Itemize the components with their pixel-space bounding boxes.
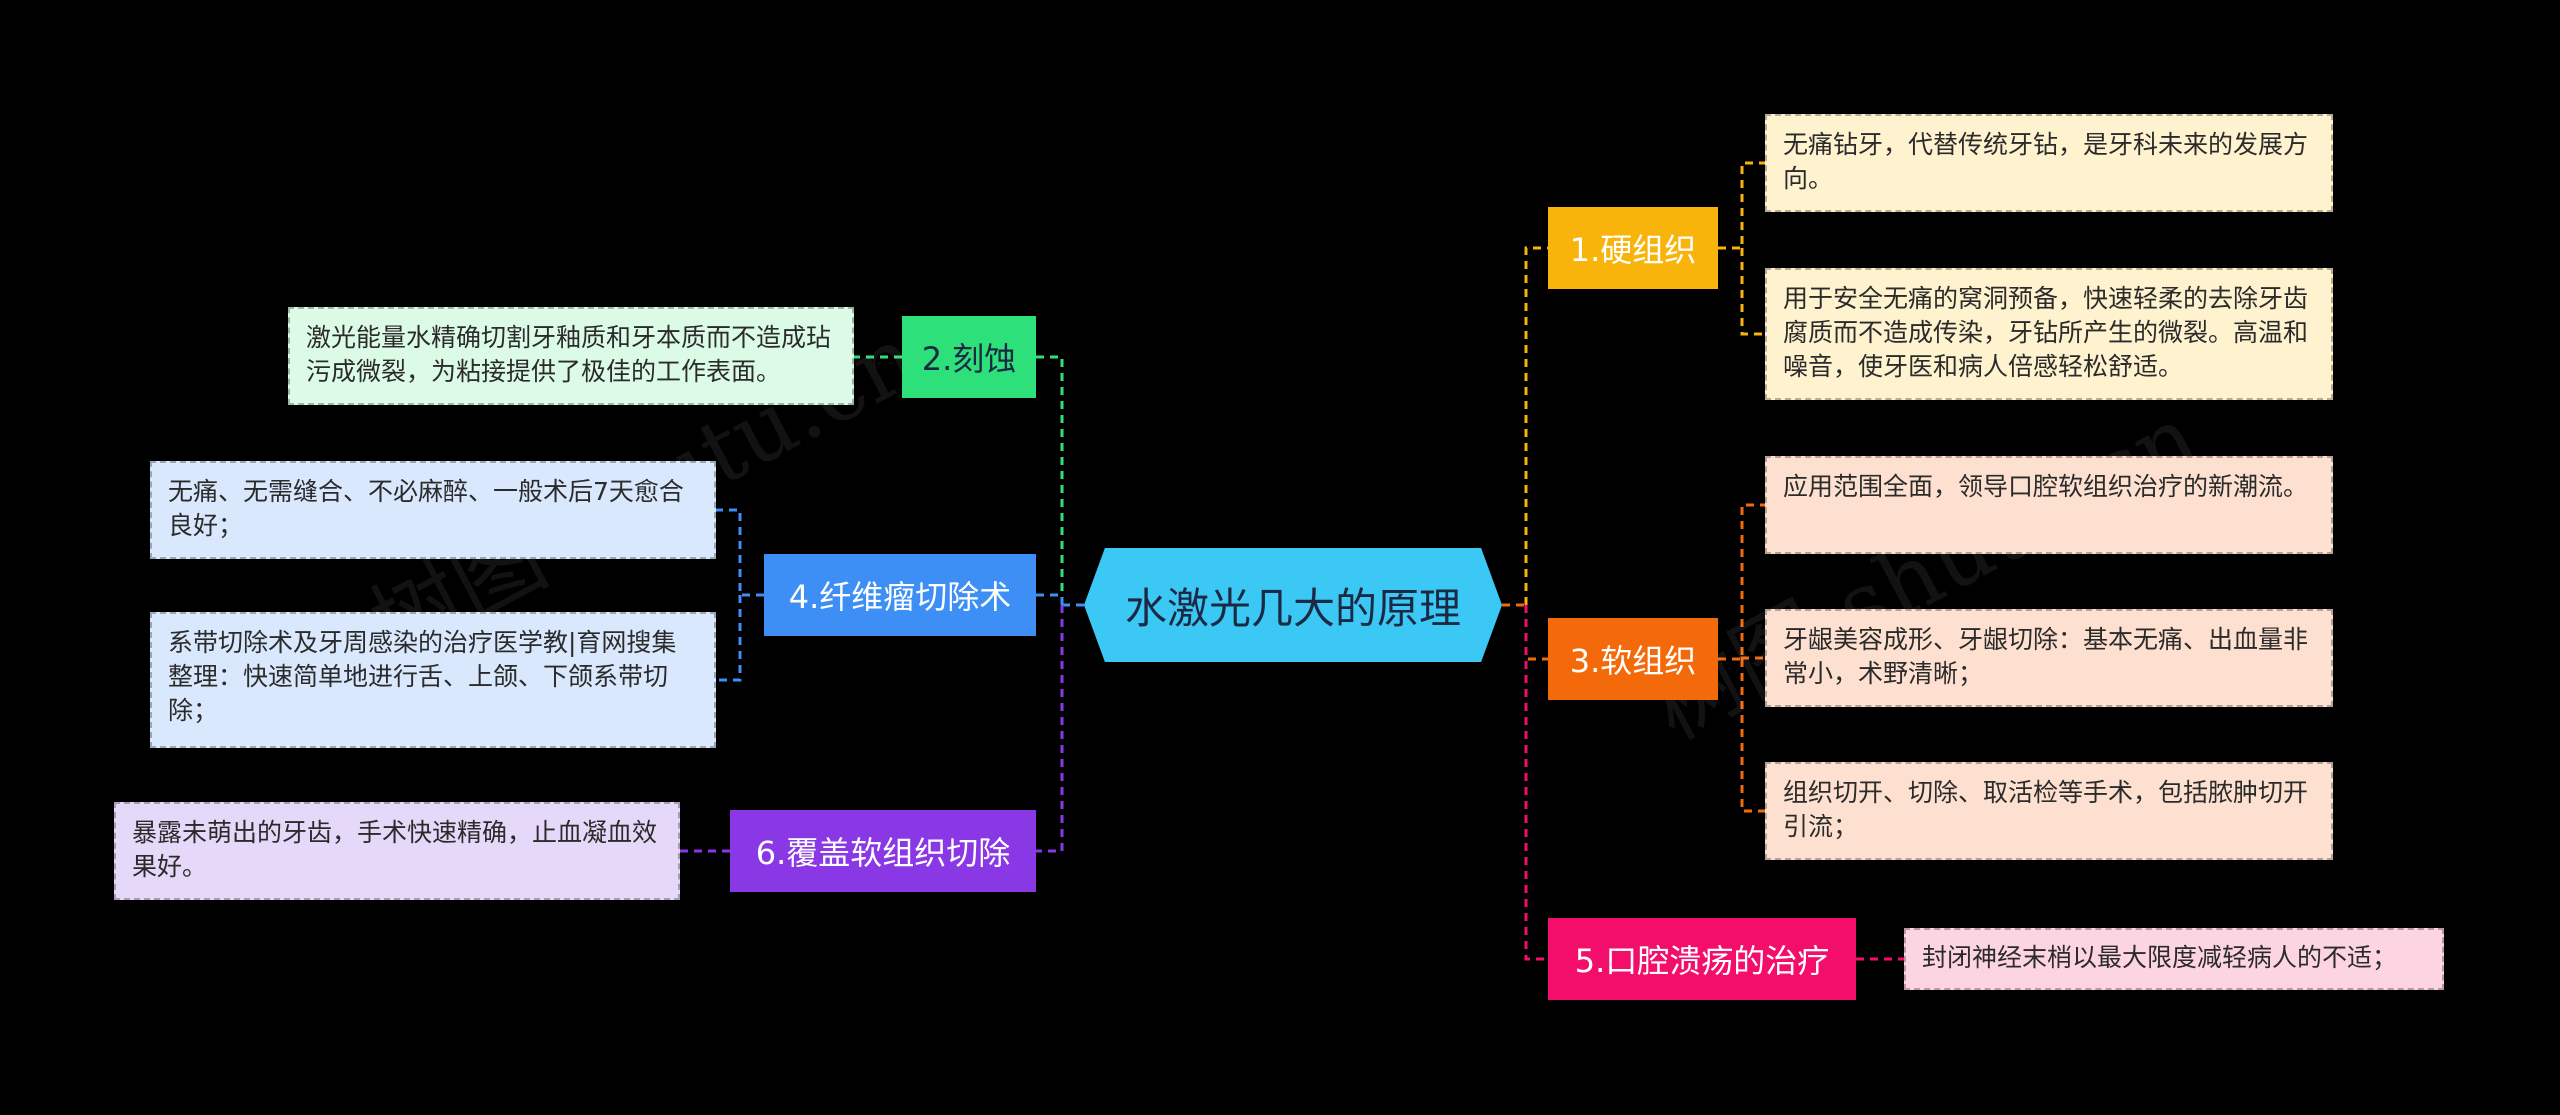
connector-fibroma-leaf-2	[716, 595, 742, 682]
leaf-oral-ulcer-1: 封闭神经末梢以最大限度减轻病人的不适；	[1904, 928, 2444, 990]
branch-oral-ulcer[interactable]: 5.口腔溃疡的治疗	[1548, 918, 1856, 1000]
connector-hard-leaf-2	[1740, 248, 1765, 336]
connector-fibroma	[1036, 593, 1064, 605]
leaf-cover-1: 暴露未萌出的牙齿，手术快速精确，止血凝血效果好。	[114, 802, 680, 900]
connector-hard-tissue	[1524, 246, 1548, 605]
connector-soft-leaf-3	[1740, 659, 1765, 813]
connector-etching	[1036, 355, 1064, 605]
connector-soft-leaf-2	[1740, 656, 1765, 660]
leaf-fibroma-1: 无痛、无需缝合、不必麻醉、一般术后7天愈合良好；	[150, 461, 716, 559]
branch-fibroma-excision[interactable]: 4.纤维瘤切除术	[764, 554, 1036, 636]
connector-hard-leaf-1	[1718, 161, 1765, 250]
connector-soft-leaf-1	[1718, 503, 1765, 661]
branch-hard-tissue[interactable]: 1.硬组织	[1548, 207, 1718, 289]
central-topic[interactable]: 水激光几大的原理	[1084, 548, 1502, 662]
branch-etching[interactable]: 2.刻蚀	[902, 316, 1036, 398]
leaf-soft-tissue-3: 组织切开、切除、取活检等手术，包括脓肿切开引流；	[1765, 762, 2333, 860]
branch-soft-tissue[interactable]: 3.软组织	[1548, 618, 1718, 700]
leaf-hard-tissue-1: 无痛钻牙，代替传统牙钻，是牙科未来的发展方向。	[1765, 114, 2333, 212]
connector-soft-tissue	[1524, 605, 1548, 661]
connector-oral-ulcer	[1524, 605, 1548, 961]
leaf-soft-tissue-2: 牙龈美容成形、牙龈切除：基本无痛、出血量非常小，术野清晰；	[1765, 609, 2333, 707]
connector-cover	[1036, 605, 1064, 853]
leaf-fibroma-2: 系带切除术及牙周感染的治疗医学教|育网搜集整理：快速简单地进行舌、上颌、下颌系带…	[150, 612, 716, 748]
connector-fibroma-leaf-1	[716, 508, 764, 597]
leaf-soft-tissue-1: 应用范围全面，领导口腔软组织治疗的新潮流。	[1765, 456, 2333, 554]
leaf-etching-1: 激光能量水精确切割牙釉质和牙本质而不造成玷污成微裂，为粘接提供了极佳的工作表面。	[288, 307, 854, 405]
branch-cover-soft-tissue[interactable]: 6.覆盖软组织切除	[730, 810, 1036, 892]
leaf-hard-tissue-2: 用于安全无痛的窝洞预备，快速轻柔的去除牙齿腐质而不造成传染，牙钻所产生的微裂。高…	[1765, 268, 2333, 400]
